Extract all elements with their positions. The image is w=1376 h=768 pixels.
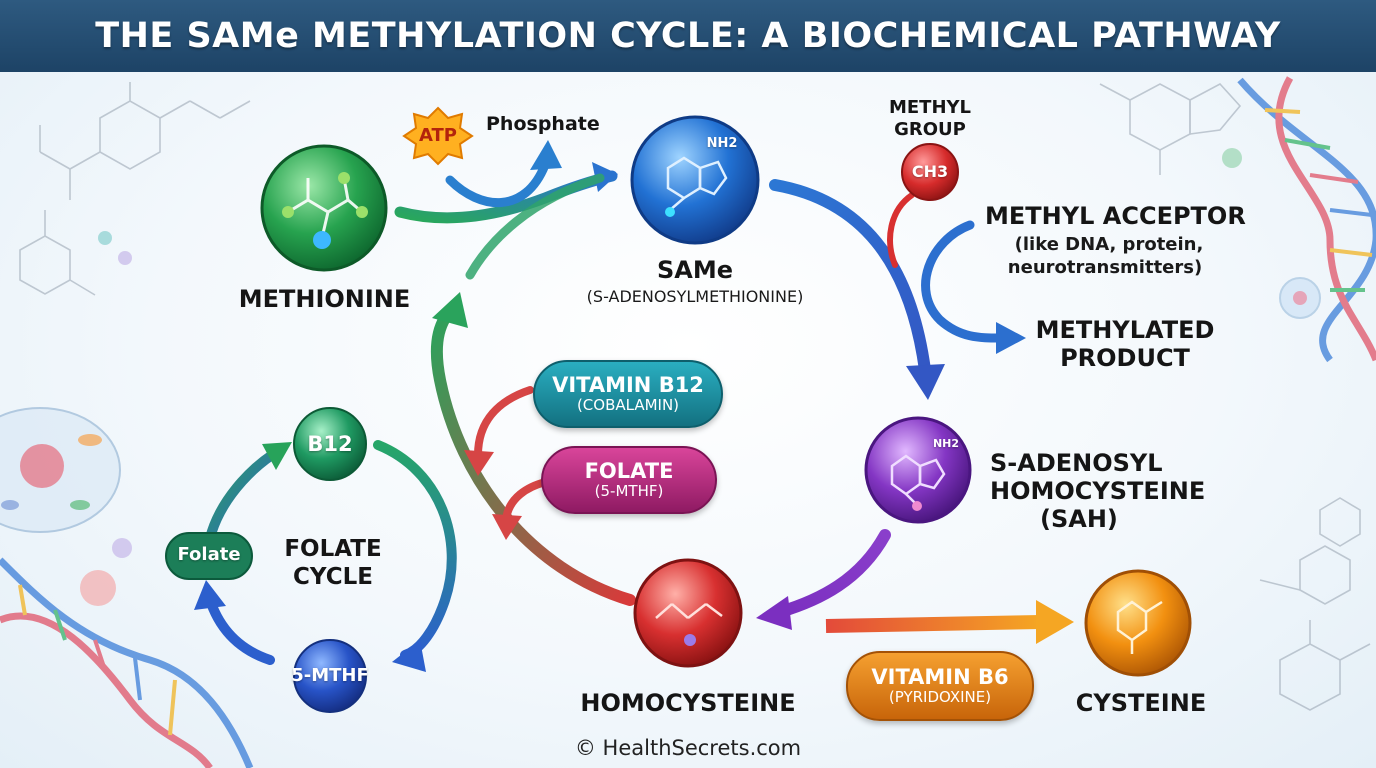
methylated-product-label-line1: METHYLATED <box>1035 316 1215 344</box>
molecule-sketch-right <box>1099 83 1371 711</box>
sah-nh2-text: NH2 <box>932 437 960 450</box>
mthf-sphere <box>293 639 367 713</box>
vitamin-b6-pill: VITAMIN B6 (PYRIDOXINE) <box>846 651 1034 721</box>
arrow-homocysteine-to-methionine <box>430 299 636 606</box>
ch3-badge-text: CH3 <box>911 162 949 181</box>
sah-label-line1: S-ADENOSYL <box>990 449 1163 477</box>
folate-cycle-label-line1: FOLATE <box>284 536 382 562</box>
methyl-group-label-line1: METHYL <box>888 97 972 118</box>
arrow-methyl-group <box>887 192 915 268</box>
folate-cycle-label-line2: CYCLE <box>293 564 373 590</box>
methyl-group-label-line2: GROUP <box>894 119 966 140</box>
arrow-b12-to-mthf <box>373 440 457 660</box>
decor-bubble <box>1222 148 1242 168</box>
same-label: SAMe <box>656 256 734 284</box>
decor-bubble <box>80 570 116 606</box>
methyl-acceptor-sublabel-line2: neurotransmitters) <box>1007 257 1203 278</box>
arrow-acceptor-to-product <box>921 220 1005 343</box>
arrow-homocysteine-to-cysteine <box>825 615 1041 633</box>
arrow-mthf-to-folate <box>205 595 275 665</box>
b12-sphere <box>293 407 367 481</box>
cysteine-label: CYSTEINE <box>1075 689 1207 717</box>
arrow-b12-cofactor <box>474 386 534 459</box>
methyl-acceptor-label: METHYL ACCEPTOR <box>985 202 1246 230</box>
page-title: THE SAMe METHYLATION CYCLE: A BIOCHEMICA… <box>95 16 1281 56</box>
dna-helix-right <box>1237 76 1376 363</box>
atp-badge-text: ATP <box>418 125 457 146</box>
ch3-sphere <box>901 143 959 201</box>
folate-node-shape <box>165 532 253 580</box>
folate-pill: FOLATE (5-MTHF) <box>541 446 717 514</box>
folate-cycle-folate-text: Folate <box>177 544 241 565</box>
cysteine-molecule-icon <box>1116 600 1163 654</box>
folate-pill-line2: (5-MTHF) <box>594 482 664 501</box>
same-nh2-text: NH2 <box>706 136 738 151</box>
node-spheres <box>165 106 1192 713</box>
homocysteine-molecule-icon <box>655 603 723 619</box>
methylated-product-label-line2: PRODUCT <box>1060 344 1190 372</box>
decor-bubble <box>98 231 112 245</box>
folate-pill-line1: FOLATE <box>584 459 674 484</box>
arrow-same-to-sah <box>769 179 931 376</box>
dna-helix-left <box>0 557 254 768</box>
same-sublabel: (S-ADENOSYLMETHIONINE) <box>586 287 804 306</box>
background-decoration <box>0 76 1376 768</box>
title-bar: THE SAMe METHYLATION CYCLE: A BIOCHEMICA… <box>0 0 1376 72</box>
vitamin-b12-pill-line2: (COBALAMIN) <box>576 396 680 415</box>
folate-cycle-b12-text: B12 <box>307 432 353 456</box>
vitamin-b6-pill-line1: VITAMIN B6 <box>871 665 1009 690</box>
atp-starburst <box>402 106 474 166</box>
cycle-arrows <box>394 140 1074 644</box>
folate-cycle-mthf-text: 5-MTHF <box>291 665 369 686</box>
methionine-label: METHIONINE <box>238 285 411 313</box>
homocysteine-sphere <box>633 558 743 668</box>
decor-bubble <box>112 538 132 558</box>
arrow-folate-to-b12 <box>205 450 277 543</box>
vitamin-b12-pill-line1: VITAMIN B12 <box>552 373 704 398</box>
arrow-atp-to-phosphate <box>445 160 550 207</box>
decor-bubble <box>118 251 132 265</box>
phosphate-label: Phosphate <box>486 113 600 135</box>
footer-copyright: © HealthSecrets.com <box>574 736 802 760</box>
sah-label-line2: HOMOCYSTEINE <box>990 477 1206 505</box>
sah-sphere <box>864 416 972 524</box>
cell-illustration <box>0 407 121 533</box>
vitamin-b12-pill: VITAMIN B12 (COBALAMIN) <box>533 360 723 428</box>
cysteine-sphere <box>1084 569 1192 677</box>
same-sphere <box>630 115 760 245</box>
homocysteine-label: HOMOCYSTEINE <box>580 689 796 717</box>
sah-label-line3: (SAH) <box>1040 505 1118 533</box>
arrow-sah-to-homocysteine <box>774 529 891 618</box>
vitamin-b6-pill-line2: (PYRIDOXINE) <box>888 688 992 707</box>
folate-cycle-arrows <box>194 440 457 672</box>
methyl-acceptor-sublabel-line1: (like DNA, protein, <box>1014 234 1204 255</box>
molecule-sketch-left <box>19 82 251 296</box>
